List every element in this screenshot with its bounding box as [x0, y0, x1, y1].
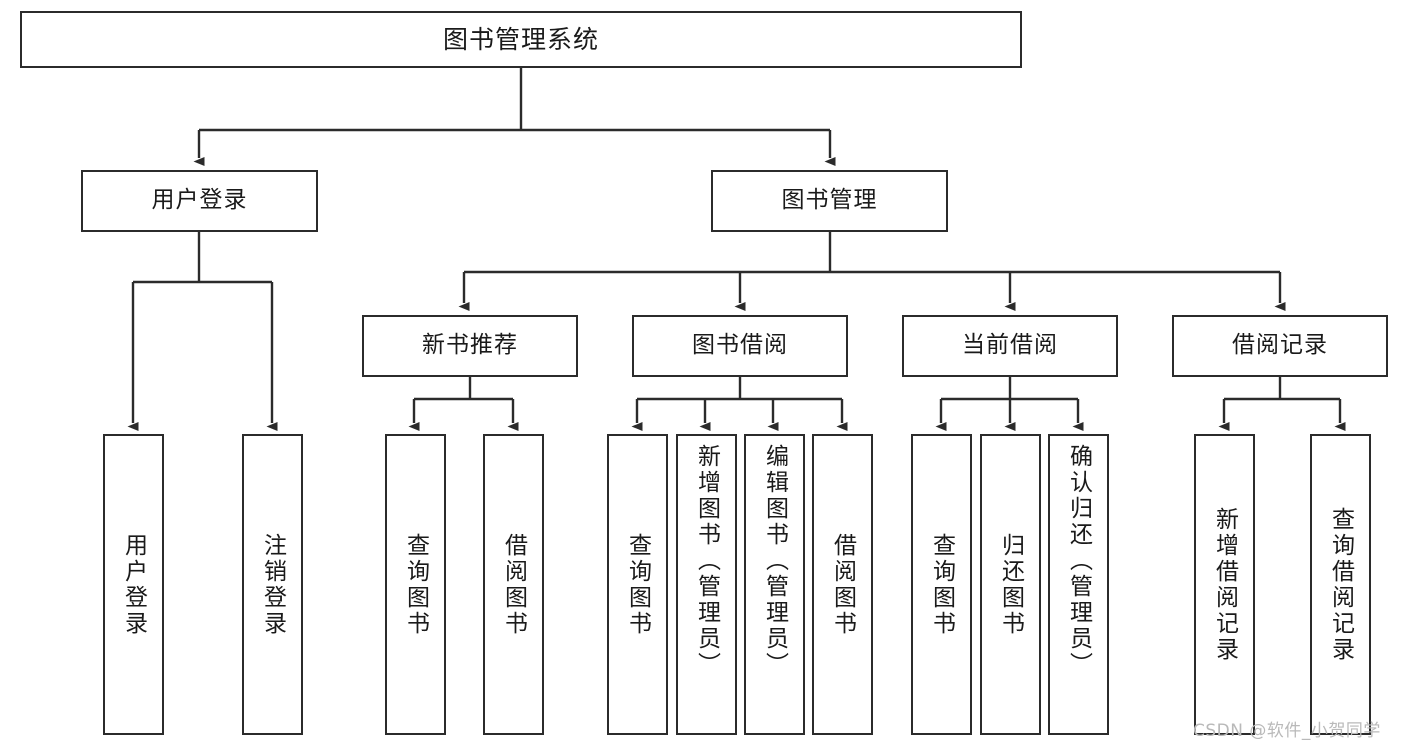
- node-leaf-confirm-return-label: 确认归还（管理员）: [1065, 444, 1092, 678]
- node-new-book-rec-label: 新书推荐: [422, 332, 518, 359]
- node-user-login[interactable]: 用户登录: [81, 170, 318, 232]
- node-current-borrow-label: 当前借阅: [962, 332, 1058, 359]
- node-leaf-query-book-3-label: 查询图书: [928, 532, 955, 637]
- node-leaf-add-book-label: 新增图书（管理员）: [693, 444, 720, 678]
- node-leaf-user-login[interactable]: 用户登录: [103, 434, 164, 735]
- node-borrow-record-label: 借阅记录: [1232, 332, 1328, 359]
- node-leaf-query-record-label: 查询借阅记录: [1327, 506, 1354, 663]
- node-book-manage-label: 图书管理: [781, 187, 878, 214]
- node-new-book-rec[interactable]: 新书推荐: [362, 315, 578, 377]
- node-leaf-edit-book[interactable]: 编辑图书（管理员）: [744, 434, 805, 735]
- node-leaf-add-record[interactable]: 新增借阅记录: [1194, 434, 1255, 735]
- node-leaf-return-book-label: 归还图书: [997, 532, 1024, 637]
- node-leaf-add-record-label: 新增借阅记录: [1211, 506, 1238, 663]
- node-borrow-record[interactable]: 借阅记录: [1172, 315, 1388, 377]
- node-leaf-borrow-book-2[interactable]: 借阅图书: [812, 434, 873, 735]
- node-leaf-query-book-3[interactable]: 查询图书: [911, 434, 972, 735]
- watermark-text: CSDN @软件_小贺同学: [1193, 721, 1381, 741]
- node-book-borrow[interactable]: 图书借阅: [632, 315, 848, 377]
- node-leaf-edit-book-label: 编辑图书（管理员）: [761, 444, 788, 678]
- node-root-label: 图书管理系统: [442, 24, 599, 54]
- node-book-manage[interactable]: 图书管理: [711, 170, 948, 232]
- node-leaf-confirm-return[interactable]: 确认归还（管理员）: [1048, 434, 1109, 735]
- node-leaf-return-book[interactable]: 归还图书: [980, 434, 1041, 735]
- node-leaf-user-login-label: 用户登录: [120, 532, 147, 637]
- node-leaf-query-record[interactable]: 查询借阅记录: [1310, 434, 1371, 735]
- node-current-borrow[interactable]: 当前借阅: [902, 315, 1118, 377]
- node-leaf-borrow-book-2-label: 借阅图书: [829, 532, 856, 637]
- node-leaf-query-book-1-label: 查询图书: [402, 532, 429, 637]
- node-user-login-label: 用户登录: [151, 187, 248, 214]
- node-root[interactable]: 图书管理系统: [20, 11, 1022, 68]
- node-book-borrow-label: 图书借阅: [692, 332, 788, 359]
- node-leaf-borrow-book-1[interactable]: 借阅图书: [483, 434, 544, 735]
- node-leaf-query-book-2-label: 查询图书: [624, 532, 651, 637]
- node-leaf-query-book-2[interactable]: 查询图书: [607, 434, 668, 735]
- node-leaf-query-book-1[interactable]: 查询图书: [385, 434, 446, 735]
- node-leaf-add-book[interactable]: 新增图书（管理员）: [676, 434, 737, 735]
- node-leaf-logout-login[interactable]: 注销登录: [242, 434, 303, 735]
- node-leaf-borrow-book-1-label: 借阅图书: [500, 532, 527, 637]
- node-leaf-logout-login-label: 注销登录: [259, 532, 286, 637]
